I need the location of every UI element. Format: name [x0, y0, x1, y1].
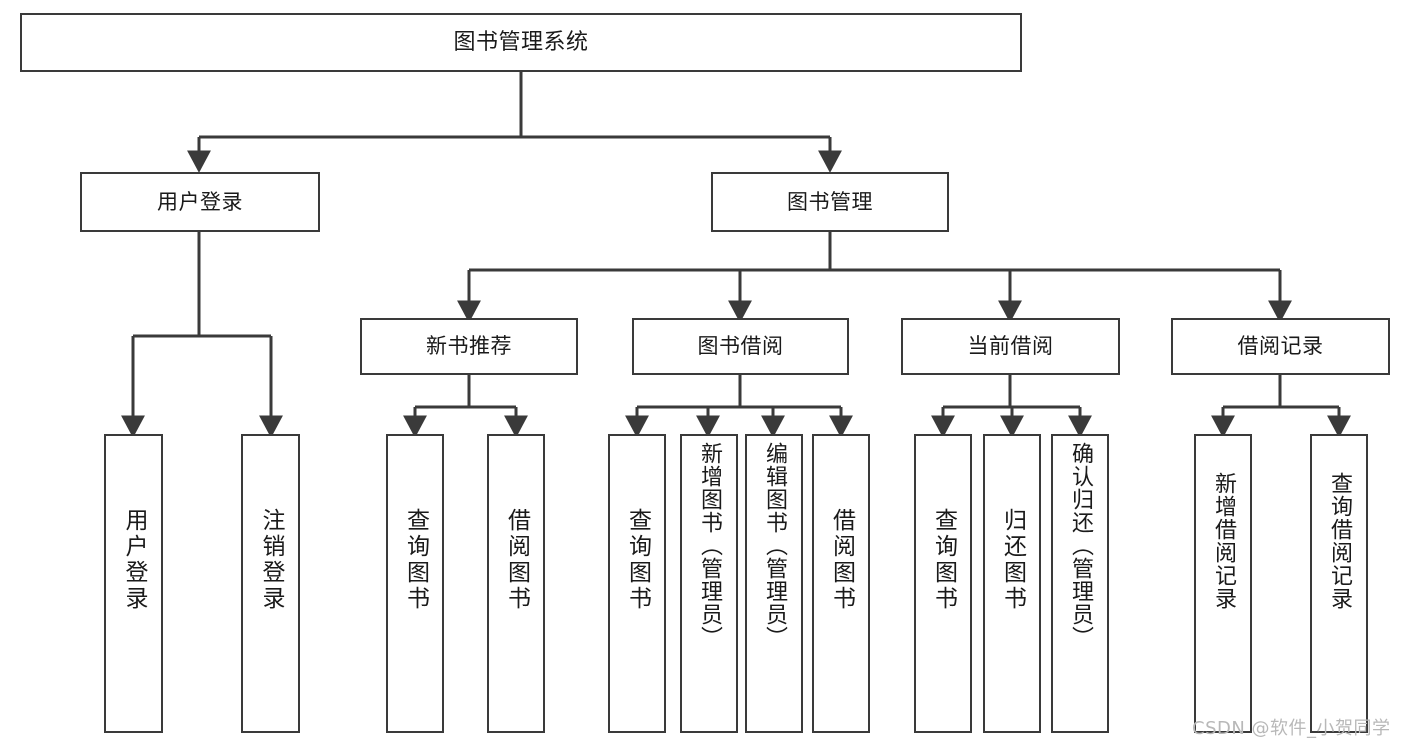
node-label: 新书推荐 [426, 334, 512, 359]
leaf-borrow-borrow-book[interactable]: 借阅图书 [812, 434, 870, 733]
node-user-login[interactable]: 用户登录 [80, 172, 320, 232]
leaf-user-login[interactable]: 用户登录 [104, 434, 163, 733]
leaf-borrow-add-book-admin[interactable]: 新增图书（管理员） [680, 434, 738, 733]
leaf-logout[interactable]: 注销登录 [241, 434, 300, 733]
node-label: 用户登录 [121, 508, 147, 612]
node-new-book-recommend[interactable]: 新书推荐 [360, 318, 578, 375]
leaf-record-query-borrow-record[interactable]: 查询借阅记录 [1310, 434, 1368, 733]
node-current-borrow[interactable]: 当前借阅 [901, 318, 1120, 375]
node-label: 编辑图书（管理员） [762, 442, 787, 649]
leaf-recommend-borrow-book[interactable]: 借阅图书 [487, 434, 545, 733]
node-label: 注销登录 [258, 508, 284, 612]
node-label: 查询图书 [402, 508, 429, 612]
node-label: 用户登录 [157, 189, 243, 214]
node-root-book-management-system[interactable]: 图书管理系统 [20, 13, 1022, 72]
node-label: 新增借阅记录 [1211, 472, 1236, 610]
node-label: 查询图书 [930, 508, 957, 612]
node-label: 归还图书 [999, 508, 1026, 612]
node-label: 当前借阅 [967, 334, 1054, 359]
node-label: 借阅记录 [1237, 334, 1324, 359]
node-label: 查询借阅记录 [1327, 472, 1352, 610]
leaf-borrow-edit-book-admin[interactable]: 编辑图书（管理员） [745, 434, 803, 733]
node-book-management[interactable]: 图书管理 [711, 172, 949, 232]
node-label: 查询图书 [624, 508, 651, 612]
leaf-recommend-query-book[interactable]: 查询图书 [386, 434, 444, 733]
leaf-borrow-query-book[interactable]: 查询图书 [608, 434, 666, 733]
node-label: 图书管理 [787, 189, 873, 214]
leaf-current-return-book[interactable]: 归还图书 [983, 434, 1041, 733]
node-label: 图书管理系统 [453, 29, 589, 55]
node-label: 借阅图书 [503, 508, 530, 612]
node-label: 借阅图书 [828, 508, 855, 612]
node-label: 确认归还（管理员） [1068, 442, 1093, 649]
leaf-current-confirm-return-admin[interactable]: 确认归还（管理员） [1051, 434, 1109, 733]
leaf-current-query-book[interactable]: 查询图书 [914, 434, 972, 733]
leaf-record-add-borrow-record[interactable]: 新增借阅记录 [1194, 434, 1252, 733]
node-label: 图书借阅 [697, 334, 784, 359]
node-label: 新增图书（管理员） [697, 442, 722, 649]
node-borrow-record[interactable]: 借阅记录 [1171, 318, 1390, 375]
node-book-borrow[interactable]: 图书借阅 [632, 318, 849, 375]
watermark-text: CSDN @软件_小贺同学 [1192, 718, 1391, 739]
